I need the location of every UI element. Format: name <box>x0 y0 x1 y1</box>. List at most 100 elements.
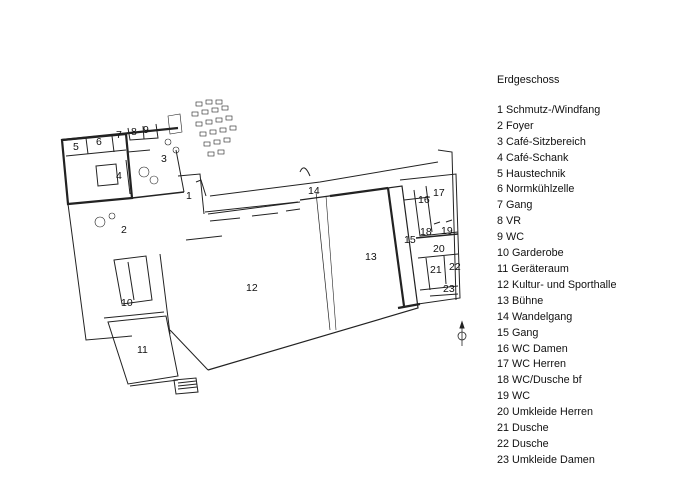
room-label-6: 6 <box>96 136 102 148</box>
legend-item-name: VR <box>506 215 522 228</box>
furniture <box>94 113 183 228</box>
legend-item: 20 Umkleide Herren <box>497 405 697 421</box>
room-label-11: 11 <box>137 344 148 356</box>
legend-item-name: Dusche <box>512 437 549 450</box>
room-label-8: 8 <box>131 126 137 138</box>
room-label-13: 13 <box>365 251 377 263</box>
legend-item: 12 Kultur- und Sporthalle <box>497 278 697 294</box>
room-label-19: 19 <box>441 225 453 237</box>
legend-item-number: 1 <box>497 103 504 116</box>
legend-item-name: Foyer <box>506 119 534 132</box>
legend-item-name: Gang <box>506 199 533 212</box>
legend-item-name: Haustechnik <box>506 167 566 180</box>
room-label-17: 17 <box>433 187 445 199</box>
legend-item-number: 17 <box>497 358 510 371</box>
legend-item: 19 WC <box>497 389 697 405</box>
legend-item-name: Café-Sitzbereich <box>506 135 586 148</box>
legend-item: 15 Gang <box>497 326 697 342</box>
room-label-9: 9 <box>143 124 149 136</box>
legend-item-number: 22 <box>497 437 510 450</box>
room-label-1: 1 <box>186 190 192 202</box>
legend-item: 2 Foyer <box>497 119 697 135</box>
legend-item: 22 Dusche <box>497 437 697 453</box>
room-labels: 1 2 3 4 5 6 7 8 9 10 11 12 13 14 15 16 1… <box>73 124 461 356</box>
legend-item: 9 WC <box>497 230 697 246</box>
legend-item: 11 Geräteraum <box>497 262 697 278</box>
sanitary-walls <box>399 173 461 305</box>
legend-item-name: Schmutz-/Windfang <box>506 103 601 116</box>
legend-item: 18 WC/Dusche bf <box>497 373 697 389</box>
legend-item-number: 23 <box>497 453 510 466</box>
legend-item: 17 WC Herren <box>497 357 697 373</box>
legend-title: Erdgeschoss <box>497 74 560 86</box>
legend-item-number: 2 <box>497 119 504 132</box>
room-label-16: 16 <box>418 194 430 206</box>
legend-item: 4 Café-Schank <box>497 151 697 167</box>
room-label-14: 14 <box>308 185 320 197</box>
legend-item-name: Umkleide Damen <box>512 453 595 466</box>
legend-item-number: 19 <box>497 390 510 403</box>
legend-item-number: 14 <box>497 310 510 323</box>
legend-item: 3 Café-Sitzbereich <box>497 135 697 151</box>
room-label-23: 23 <box>443 283 455 295</box>
legend-item: 1 Schmutz-/Windfang <box>497 103 697 119</box>
corridor-walls <box>207 149 457 301</box>
room-label-10: 10 <box>121 297 133 309</box>
room-label-22: 22 <box>449 261 461 273</box>
legend-item-name: WC Herren <box>512 358 567 371</box>
legend-item-number: 12 <box>497 278 510 291</box>
legend-item-name: Bühne <box>512 294 544 307</box>
terrace-furniture <box>191 99 237 157</box>
room-label-7: 7 <box>116 129 122 141</box>
legend-item-name: WC/Dusche bf <box>512 374 582 387</box>
legend-item: 5 Haustechnik <box>497 167 697 183</box>
legend-item-number: 16 <box>497 342 510 355</box>
legend-item-number: 11 <box>497 262 509 275</box>
legend-item-number: 9 <box>497 231 504 244</box>
legend-item-name: WC Damen <box>512 342 568 355</box>
legend-item-name: Garderobe <box>512 247 564 260</box>
legend-item: 23 Umkleide Damen <box>497 453 697 469</box>
foyer-walls <box>67 149 301 395</box>
legend-item-name: WC <box>512 390 531 403</box>
legend-item-name: Café-Schank <box>506 151 569 164</box>
legend-item-number: 7 <box>497 199 504 212</box>
room-label-21: 21 <box>430 264 442 276</box>
legend-item-name: Wandelgang <box>512 310 573 323</box>
room-label-3: 3 <box>161 153 167 165</box>
legend-item: 6 Normkühlzelle <box>497 182 697 198</box>
legend-item-number: 4 <box>497 151 504 164</box>
legend-item-number: 6 <box>497 183 504 196</box>
legend-item-name: Umkleide Herren <box>512 406 594 419</box>
legend-item: 7 Gang <box>497 198 697 214</box>
legend-item-number: 18 <box>497 374 510 387</box>
legend-item-number: 20 <box>497 406 510 419</box>
legend-item: 21 Dusche <box>497 421 697 437</box>
legend-item: 14 Wandelgang <box>497 310 697 326</box>
legend-item-name: Geräteraum <box>511 262 569 275</box>
legend-item-number: 13 <box>497 294 510 307</box>
legend-item: 16 WC Damen <box>497 342 697 358</box>
room-label-5: 5 <box>73 141 79 153</box>
legend-item: 8 VR <box>497 214 697 230</box>
north-arrow-icon <box>457 320 467 346</box>
room-label-18: 18 <box>420 226 432 238</box>
legend-item-name: Normkühlzelle <box>506 183 575 196</box>
room-label-4: 4 <box>116 170 122 182</box>
legend-item-name: WC <box>506 231 525 244</box>
legend-item-number: 5 <box>497 167 504 180</box>
legend-item-name: Gang <box>512 326 539 339</box>
room-label-20: 20 <box>433 243 445 255</box>
room-label-2: 2 <box>121 224 127 236</box>
legend-item-name: Kultur- und Sporthalle <box>512 278 617 291</box>
hall-walls <box>169 185 421 371</box>
room-label-15: 15 <box>404 234 416 246</box>
legend-item-name: Dusche <box>512 422 549 435</box>
legend-item-number: 3 <box>497 135 504 148</box>
legend-item-number: 8 <box>497 215 504 228</box>
legend-item: 13 Bühne <box>497 294 697 310</box>
legend-item: 10 Garderobe <box>497 246 697 262</box>
